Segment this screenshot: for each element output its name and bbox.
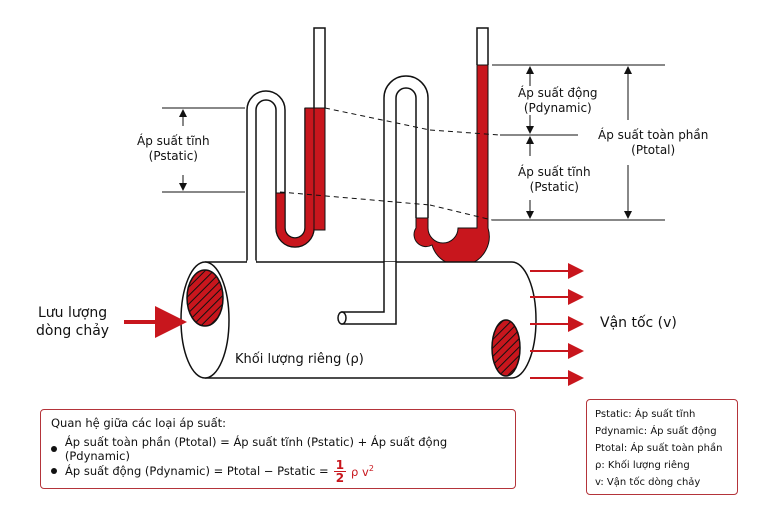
flow-in-label: Lưu lượng dòng chảy [36, 304, 109, 340]
formula-line-2: Áp suất động (Pdynamic) = Ptotal − Pstat… [65, 464, 329, 478]
static-right-label: Áp suất tĩnh (Pstatic) [518, 165, 591, 195]
total-label-line1: Áp suất toàn phần [598, 128, 709, 142]
dynamic-label-line2: (Pdynamic) [523, 101, 592, 115]
legend-item: Ptotal: Áp suất toàn phần [595, 443, 723, 454]
rho-v: ρ v2 [351, 464, 374, 479]
bullet-icon [51, 446, 57, 452]
velocity-arrows [530, 263, 584, 386]
formula-row-2: Áp suất động (Pdynamic) = Ptotal − Pstat… [51, 457, 505, 485]
velocity-label: Vận tốc (v) [600, 315, 677, 331]
static-liquid-right [313, 107, 326, 231]
static-liquid [275, 107, 315, 248]
formula-row-1: Áp suất toàn phần (Ptotal) = Áp suất tĩn… [51, 435, 505, 463]
legend-item: ρ: Khối lượng riêng [595, 460, 690, 471]
rho-v-text: ρ v [351, 464, 369, 479]
static-left-label-line1: Áp suất tĩnh [137, 134, 210, 148]
pitot-probe [337, 262, 397, 325]
dynamic-label-line1: Áp suất động [518, 86, 598, 100]
flow-in-label-line1: Lưu lượng [38, 305, 108, 321]
static-left-label: Áp suất tĩnh (Pstatic) [137, 134, 210, 164]
static-left-label-line2: (Pstatic) [148, 149, 198, 163]
formula-title: Quan hệ giữa các loại áp suất: [51, 416, 227, 430]
total-label-line2: (Ptotal) [631, 143, 676, 157]
bullet-icon [51, 468, 57, 474]
legend-item: Pstatic: Áp suất tĩnh [595, 409, 696, 420]
total-label: Áp suất toàn phần (Ptotal) [598, 128, 708, 158]
guide-dashes [279, 107, 501, 221]
fraction-numerator: 1 [333, 457, 347, 472]
density-label: Khối lượng riêng (ρ) [235, 352, 364, 367]
exponent: 2 [368, 463, 374, 473]
pitot-manometer [383, 27, 489, 318]
legend-item: Pdynamic: Áp suất động [595, 426, 717, 437]
pitot-liquid [413, 64, 490, 267]
flow-in-label-line2: dòng chảy [36, 323, 110, 339]
half-fraction: 1 2 [333, 457, 347, 485]
legend-item: v: Vận tốc dòng chảy [595, 477, 701, 488]
formula-box: Quan hệ giữa các loại áp suất: Áp suất t… [40, 409, 516, 489]
pipe-outlet-hatch [491, 319, 521, 377]
static-right-label-line2: (Pstatic) [529, 180, 579, 194]
dimension-lines [162, 64, 665, 221]
dynamic-label: Áp suất động (Pdynamic) [518, 86, 598, 116]
legend-box: Pstatic: Áp suất tĩnh Pdynamic: Áp suất … [586, 399, 738, 495]
static-right-label-line1: Áp suất tĩnh [518, 165, 591, 179]
formula-line-1: Áp suất toàn phần (Ptotal) = Áp suất tĩn… [64, 435, 448, 463]
fraction-denominator: 2 [335, 470, 345, 485]
pipe-inlet-hatch [186, 269, 224, 327]
